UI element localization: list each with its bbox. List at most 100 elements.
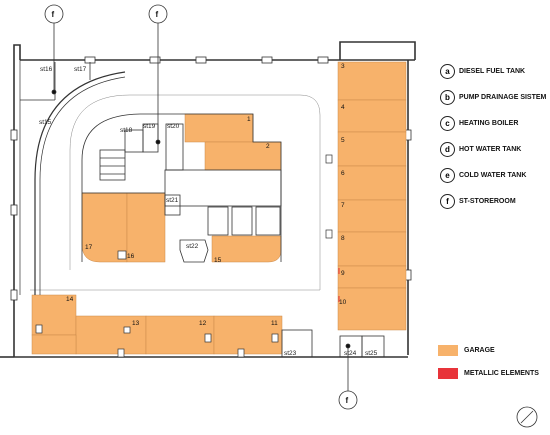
- garage-space-7: [337, 199, 407, 233]
- swatch-label: METALLIC ELEMENTS: [464, 370, 539, 377]
- garage-space-4: [337, 99, 407, 133]
- legend-swatch-metallic: METALLIC ELEMENTS: [438, 368, 539, 379]
- wall-bump: [149, 56, 161, 64]
- fixture: [123, 326, 131, 334]
- callout-circle-1: [44, 4, 64, 24]
- garage-space-3: [337, 61, 407, 101]
- st23-room: [281, 329, 313, 358]
- space-number-1: 1: [247, 116, 251, 123]
- garage-swatch: [438, 345, 458, 356]
- space-number-17: 17: [85, 244, 93, 251]
- callout-dot: [345, 343, 351, 349]
- garage-space-9: [337, 265, 407, 289]
- fixture: [237, 348, 245, 358]
- space-number-6: 6: [341, 170, 345, 177]
- legend-letter: f: [440, 193, 455, 209]
- garage-space-2: [204, 141, 282, 171]
- space-number-4: 4: [341, 104, 345, 111]
- stair-core: [99, 149, 126, 181]
- legend-letter: b: [440, 89, 455, 105]
- callout-circle-3: [338, 390, 358, 410]
- st22-label: st22: [186, 243, 199, 250]
- swatch-label: GARAGE: [464, 347, 495, 354]
- garage-space-6: [337, 165, 407, 201]
- space-number-9: 9: [341, 270, 345, 277]
- central-block: [81, 113, 282, 263]
- space-number-12: 12: [199, 320, 207, 327]
- tank-a: [207, 206, 229, 236]
- fixtures: [35, 154, 333, 358]
- legend-letter: c: [440, 115, 455, 131]
- bottom-rooms: [281, 329, 385, 358]
- legend-item-e: e COLD WATER TANK: [436, 162, 548, 188]
- callout-letter-3: f: [346, 396, 349, 405]
- wall-bump: [261, 56, 273, 64]
- callouts: [44, 4, 358, 410]
- storeroom-labels: st16 st17 st15 st18 st19 st20 st21 st22 …: [39, 66, 378, 357]
- st17-label: st17: [74, 66, 87, 73]
- space-number-10: 10: [339, 299, 347, 306]
- legend-item-c: c HEATING BOILER: [436, 110, 548, 136]
- core-corridor: [164, 169, 282, 207]
- garage-space-8: [337, 231, 407, 267]
- garage-space-1: [184, 113, 254, 143]
- aisle-outer-curve: [34, 71, 126, 295]
- drive-aisle: [30, 71, 321, 295]
- garage-bottom-row: [31, 294, 283, 355]
- fixture: [35, 324, 43, 334]
- callout-dot: [155, 139, 161, 145]
- garage-right-column: [337, 61, 407, 331]
- st25-label: st25: [365, 350, 378, 357]
- wall-bump: [10, 204, 18, 216]
- legend-label: DIESEL FUEL TANK: [459, 67, 526, 75]
- fixture: [204, 333, 212, 343]
- fixture: [271, 333, 279, 343]
- aisle-inner: [30, 94, 321, 291]
- central-block-outline: [81, 113, 282, 262]
- wall-bump: [317, 56, 329, 64]
- wall-bump: [10, 289, 18, 301]
- legend-item-b: b PUMP DRAINAGE SISTEM: [436, 84, 548, 110]
- st20-room: [165, 123, 184, 171]
- legend-label: HOT WATER TANK: [459, 145, 522, 153]
- space-number-2: 2: [266, 143, 270, 150]
- fixture: [117, 250, 127, 260]
- st23-label: st23: [284, 350, 297, 357]
- st19-label: st19: [143, 123, 156, 130]
- legend-swatch-garage: GARAGE: [438, 345, 495, 356]
- callout-dot: [51, 89, 57, 95]
- legend-letter: e: [440, 167, 455, 183]
- garage-center: [81, 113, 282, 263]
- st21-label: st21: [166, 197, 179, 204]
- space-number-11: 11: [271, 320, 278, 327]
- legend-label: ST-STOREROOM: [459, 197, 516, 205]
- space-number-15: 15: [214, 257, 222, 264]
- metallic-swatch: [438, 368, 458, 379]
- legend-label: HEATING BOILER: [459, 119, 519, 127]
- callout-letter-1: f: [52, 10, 55, 19]
- wall-bump: [10, 129, 18, 141]
- st16-label: st16: [40, 66, 53, 73]
- st24-label: st24: [344, 350, 357, 357]
- space-number-3: 3: [341, 63, 345, 70]
- legend-label: PUMP DRAINAGE SISTEM: [459, 93, 547, 101]
- space-number-5: 5: [341, 137, 345, 144]
- aisle-outer-curve-2: [39, 76, 126, 295]
- callout-circle-2: [148, 4, 168, 24]
- legend-item-d: d HOT WATER TANK: [436, 136, 548, 162]
- st18-label: st18: [120, 127, 133, 134]
- fixture: [325, 229, 333, 239]
- space-number-8: 8: [341, 235, 345, 242]
- fixture: [325, 154, 333, 164]
- fixture: [117, 348, 125, 358]
- legend-label: COLD WATER TANK: [459, 171, 527, 179]
- garage-space-13: [75, 315, 147, 355]
- garage-space-14-lower: [31, 334, 77, 355]
- garage-space-5: [337, 131, 407, 167]
- tank-c: [255, 206, 281, 236]
- space-numbers: 1 2 3 4 5 6 7 8 9 10 11 12 13 14 15 16 1…: [66, 63, 347, 327]
- legend-item-f: f ST-STOREROOM: [436, 188, 548, 214]
- space-number-14: 14: [66, 296, 74, 303]
- legend-item-a: a DIESEL FUEL TANK: [436, 58, 548, 84]
